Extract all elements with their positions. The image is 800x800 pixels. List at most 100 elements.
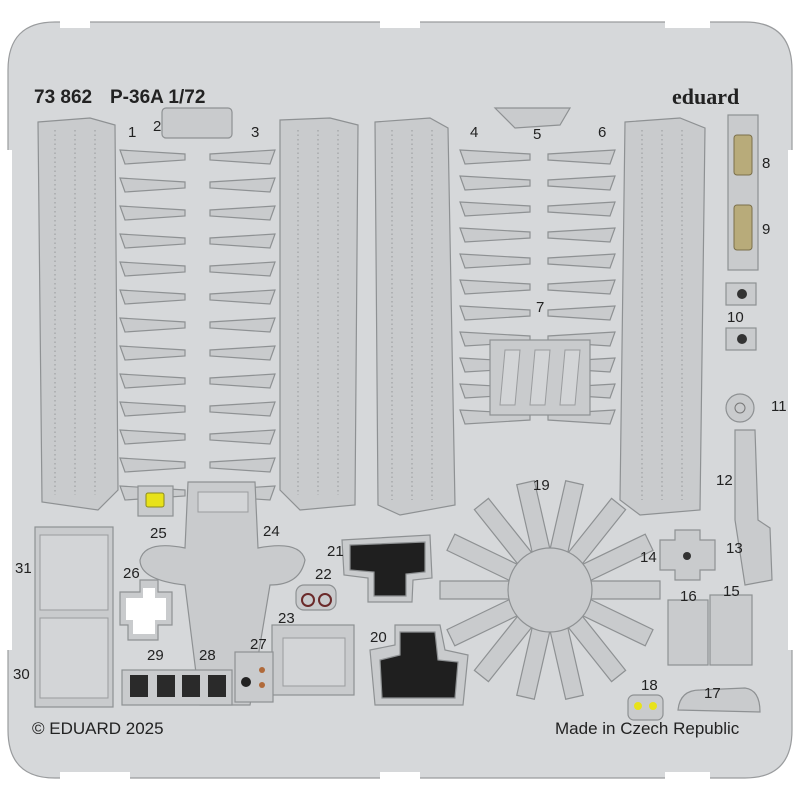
engine-cylinder [587, 580, 661, 600]
part-23-inner [282, 637, 346, 687]
part-28b [208, 675, 226, 697]
part-number-label: 22 [315, 566, 332, 583]
door-bar [119, 149, 186, 165]
door-bar [209, 261, 276, 277]
brand-logo: eduard [672, 84, 739, 109]
part-number-label: 20 [370, 629, 387, 646]
part-number-label: 1 [128, 124, 136, 141]
part-number-label: 30 [13, 666, 30, 683]
part-24 [139, 481, 306, 706]
part-number-label: 28 [199, 647, 216, 664]
part-30 [39, 617, 109, 699]
door-bar [547, 175, 616, 191]
door-bar [547, 201, 616, 217]
part-number-label: 8 [762, 155, 770, 172]
part-6-panel [619, 117, 706, 516]
part-3-panel [279, 117, 359, 511]
part-21-panel-face [349, 541, 426, 597]
door-bar [209, 233, 276, 249]
door-bar [209, 149, 276, 165]
part-number-label: 29 [147, 647, 164, 664]
part-number-label: 12 [716, 472, 733, 489]
door-bar [547, 227, 616, 243]
door-bar [459, 279, 531, 295]
part-number-label: 24 [263, 523, 280, 540]
part-number-label: 17 [704, 685, 721, 702]
copyright-text: © EDUARD 2025 [32, 719, 164, 738]
part-number-label: 23 [278, 610, 295, 627]
door-parts [119, 149, 616, 501]
part-11-center [734, 402, 746, 414]
part-12-13 [734, 429, 773, 586]
door-bar [209, 205, 276, 221]
part-number-label: 26 [123, 565, 140, 582]
door-bar [119, 401, 186, 417]
door-bar [209, 317, 276, 333]
part-5 [493, 107, 572, 129]
door-bar [459, 201, 531, 217]
part-18-lens [649, 702, 657, 710]
part-27-dial [241, 677, 251, 687]
door-bar [209, 345, 276, 361]
part-2 [161, 107, 233, 139]
part-19-hub [507, 547, 593, 633]
part-18 [627, 694, 664, 721]
part-number-label: 25 [150, 525, 167, 542]
part-number-label: 21 [327, 543, 344, 560]
part-28a [182, 675, 200, 697]
part-number-label: 14 [640, 549, 657, 566]
origin-text: Made in Czech Republic [555, 719, 740, 738]
wing-panels [37, 117, 706, 516]
part-number-label: 31 [15, 560, 32, 577]
part-18-lens [634, 702, 642, 710]
part-number-label: 9 [762, 221, 770, 238]
part-10b-hole [737, 334, 747, 344]
part-17 [677, 687, 761, 713]
door-bar [459, 227, 531, 243]
part-1-panel [37, 117, 119, 511]
part-number-label: 10 [727, 309, 744, 326]
door-bar [119, 233, 186, 249]
part-number-label: 7 [536, 299, 544, 316]
part-number-label: 18 [641, 677, 658, 694]
door-bar [209, 429, 276, 445]
door-bar [119, 205, 186, 221]
door-bar [119, 289, 186, 305]
part-25-yellow [145, 492, 165, 508]
part-8 [733, 134, 753, 176]
door-bar [209, 457, 276, 473]
part-22-dial [301, 593, 315, 607]
model-scale: P-36A 1/72 [110, 87, 205, 108]
door-bar [459, 305, 531, 321]
part-number-label: 4 [470, 124, 478, 141]
part-24-grille [197, 491, 249, 513]
part-number-label: 11 [771, 398, 787, 415]
part-number-label: 15 [723, 583, 740, 600]
part-7-detail [499, 349, 581, 406]
part-22-dial [318, 593, 332, 607]
door-bar [119, 177, 186, 193]
part-number-label: 3 [251, 124, 259, 141]
set-code: 73 862 [34, 87, 92, 108]
door-bar [119, 261, 186, 277]
part-9 [733, 204, 753, 251]
door-bar [119, 457, 186, 473]
door-bar [547, 253, 616, 269]
part-4-panel [374, 117, 456, 516]
part-26-white [126, 588, 166, 634]
engine-cylinder [439, 580, 513, 600]
part-29a [130, 675, 148, 697]
part-16 [667, 599, 709, 666]
door-bar [119, 345, 186, 361]
door-bar [547, 279, 616, 295]
door-bar [459, 253, 531, 269]
door-bar [119, 317, 186, 333]
part-27-knob [259, 667, 265, 673]
part-27 [234, 651, 274, 703]
part-number-label: 2 [153, 118, 161, 135]
part-29b [157, 675, 175, 697]
part-27-knob [259, 682, 265, 688]
door-bar [209, 289, 276, 305]
part-number-label: 19 [533, 477, 550, 494]
